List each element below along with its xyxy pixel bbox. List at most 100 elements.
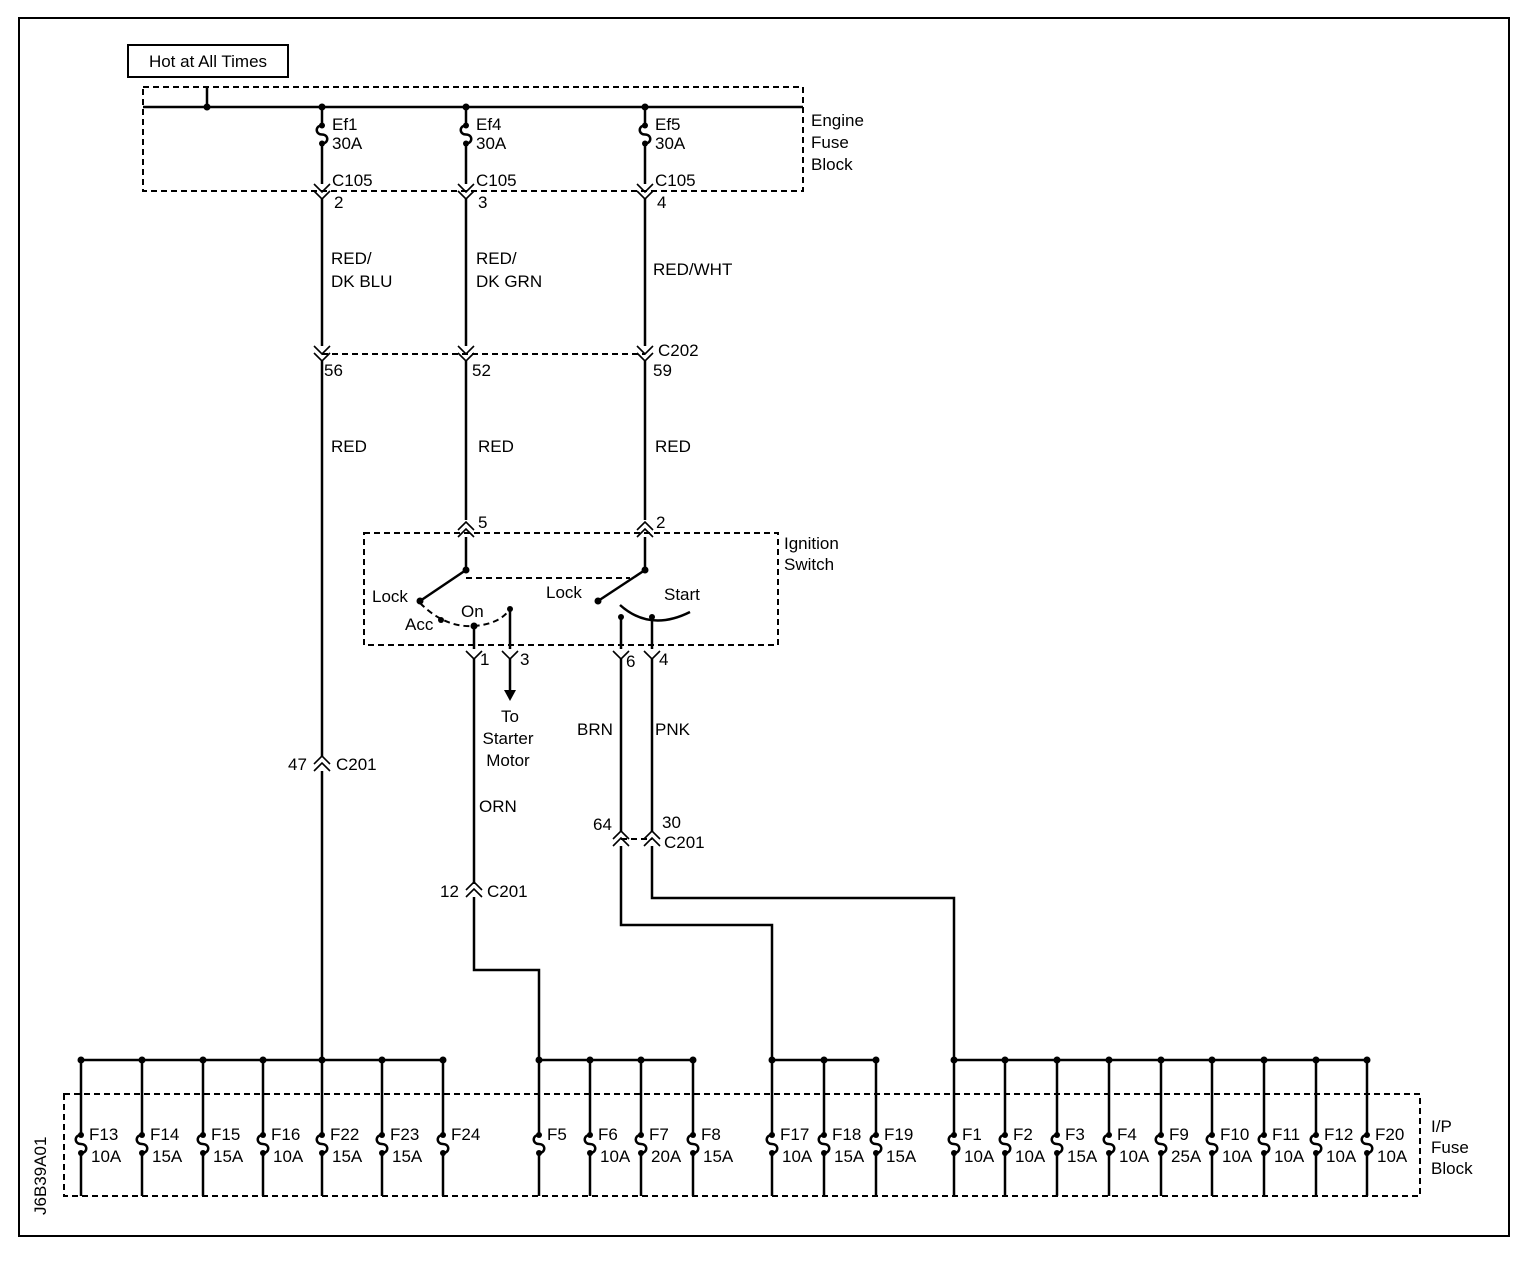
c202-connector: C202 56 52 59 — [313, 341, 699, 380]
ip-fuse-rating: 15A — [392, 1147, 423, 1166]
engine-fuse-pin: 3 — [478, 193, 487, 212]
ip-fuse-rating: 15A — [703, 1147, 734, 1166]
ip-fuse-name: F11 — [1272, 1125, 1300, 1144]
ip-fuse-name: F16 — [271, 1125, 300, 1144]
ign-pos-lock-right: Lock — [546, 583, 582, 602]
ip-fuse-f1-symbol-icon — [947, 1125, 961, 1163]
ignition-switch: Ignition Switch 5 2 Lock Acc On Lock — [363, 513, 839, 671]
ign-pin-3: 3 — [520, 650, 529, 669]
ip-fuse-rating: 10A — [1274, 1147, 1305, 1166]
engine-fuse-name: Ef1 — [332, 115, 358, 134]
ip-fuse-f15-symbol-icon — [196, 1125, 210, 1163]
starter-label-2: Starter — [482, 729, 533, 748]
ip-fuse-name: F6 — [598, 1125, 618, 1144]
wire-brn: BRN — [577, 720, 613, 739]
ip-fuse-f14-symbol-icon — [135, 1125, 149, 1163]
ip-fuse-rating: 10A — [1222, 1147, 1253, 1166]
figure-code: J6B39A01 — [31, 1137, 50, 1215]
wire-red-dkblu-line2: DK BLU — [331, 272, 392, 291]
engine-fuse-ef4-symbol-icon — [459, 107, 473, 162]
ip-fuse-f23-symbol-icon — [375, 1125, 389, 1163]
ip-fuse-name: F18 — [832, 1125, 861, 1144]
wire-red-dkgrn-line1: RED/ — [476, 249, 517, 268]
ip-fuse-f9-symbol-icon — [1154, 1125, 1168, 1163]
starter-label-3: Motor — [486, 751, 530, 770]
engine-fuse-ef1-symbol-icon — [315, 107, 329, 162]
ip-fuse-name: F7 — [649, 1125, 669, 1144]
ip-fuse-rating: 10A — [1015, 1147, 1046, 1166]
c201-label-center: C201 — [487, 882, 528, 901]
engine-fuse-connector: C105 — [655, 171, 696, 190]
ign-pin-5: 5 — [478, 513, 487, 532]
ip-fuse-rating: 10A — [273, 1147, 304, 1166]
ip-fuse-rating: 15A — [213, 1147, 244, 1166]
ip-fuse-f6-symbol-icon — [583, 1125, 597, 1163]
ip-fuse-f2-symbol-icon — [998, 1125, 1012, 1163]
ip-fuse-name: F15 — [211, 1125, 240, 1144]
engine-fuse-pin: 4 — [657, 193, 666, 212]
c201-pin-47: 47 — [288, 755, 307, 774]
ip-fuse-name: F22 — [330, 1125, 359, 1144]
c201-label-right: C201 — [664, 833, 705, 852]
ign-pin-6: 6 — [626, 652, 635, 671]
ip-fuse-name: F13 — [89, 1125, 118, 1144]
hot-at-all-times-label: Hot at All Times — [149, 52, 267, 71]
ip-fuse-name: F23 — [390, 1125, 419, 1144]
ip-fuse-name: F2 — [1013, 1125, 1033, 1144]
ign-pin-2: 2 — [656, 513, 665, 532]
ip-fuse-f4-symbol-icon — [1102, 1125, 1116, 1163]
ign-pos-lock-left: Lock — [372, 587, 408, 606]
ip-fuse-name: F17 — [780, 1125, 809, 1144]
ip-fuse-rating: 10A — [964, 1147, 995, 1166]
hot-at-all-times-box: Hot at All Times — [127, 44, 289, 78]
ip-fuse-f16-symbol-icon — [256, 1125, 270, 1163]
engine-fuse-ef5-symbol-icon — [638, 107, 652, 162]
ip-fuse-name: F12 — [1324, 1125, 1353, 1144]
ip-fuse-f11-symbol-icon — [1257, 1125, 1271, 1163]
c201-pin-30: 30 — [662, 813, 681, 832]
wire-red-dkblu-line1: RED/ — [331, 249, 372, 268]
ip-fuse-block-label-3: Block — [1431, 1159, 1473, 1178]
ip-fuse-name: F10 — [1220, 1125, 1249, 1144]
ip-fuse-f13-symbol-icon — [74, 1125, 88, 1163]
ign-pos-start: Start — [664, 585, 700, 604]
ip-fuse-f7-symbol-icon — [634, 1125, 648, 1163]
ip-fuse-name: F8 — [701, 1125, 721, 1144]
ip-fuse-rating: 10A — [1326, 1147, 1357, 1166]
ip-fuse-block-label-2: Fuse — [1431, 1138, 1469, 1157]
ign-pin-4: 4 — [659, 650, 668, 669]
ip-fuse-name: F20 — [1375, 1125, 1404, 1144]
ignition-switch-label-2: Switch — [784, 555, 834, 574]
diagram-frame — [18, 17, 1510, 1237]
ip-fuse-rating: 10A — [782, 1147, 813, 1166]
ip-fuse-rating: 10A — [1377, 1147, 1408, 1166]
ip-fuse-name: F1 — [962, 1125, 982, 1144]
engine-fuse-name: Ef5 — [655, 115, 681, 134]
ip-fuse-rating: 15A — [152, 1147, 183, 1166]
ip-fuse-f18-symbol-icon — [817, 1125, 831, 1163]
ip-fuse-rating: 25A — [1171, 1147, 1202, 1166]
engine-fuse-block: Engine Fuse Block Ef130AC1052Ef430AC1053… — [142, 86, 864, 212]
ip-fuse-rating: 10A — [1119, 1147, 1150, 1166]
ip-fuse-rating: 15A — [332, 1147, 363, 1166]
ip-fuse-f3-symbol-icon — [1050, 1125, 1064, 1163]
c201-pin-12: 12 — [440, 882, 459, 901]
ip-fuse-f24-symbol-icon — [436, 1125, 450, 1163]
ignition-switch-label-1: Ignition — [784, 534, 839, 553]
engine-fuse-connector: C105 — [332, 171, 373, 190]
ip-fuse-name: F24 — [451, 1125, 480, 1144]
ip-fuse-name: F9 — [1169, 1125, 1189, 1144]
c105-terminal-icon — [636, 183, 654, 201]
wire-red-center: RED — [478, 437, 514, 456]
c201-connector: 47 C201 64 30 C201 12 C201 — [288, 754, 705, 901]
ip-fuse-rating: 10A — [600, 1147, 631, 1166]
engine-fuse-rating: 30A — [655, 134, 686, 153]
ign-pos-on: On — [461, 602, 484, 621]
ip-fuse-f20-symbol-icon — [1360, 1125, 1374, 1163]
ip-fuse-name: F14 — [150, 1125, 179, 1144]
engine-fuse-block-label-3: Block — [811, 155, 853, 174]
engine-fuse-name: Ef4 — [476, 115, 502, 134]
ign-pos-acc: Acc — [405, 615, 434, 634]
engine-fuse-block-label-1: Engine — [811, 111, 864, 130]
wire-red-right: RED — [655, 437, 691, 456]
